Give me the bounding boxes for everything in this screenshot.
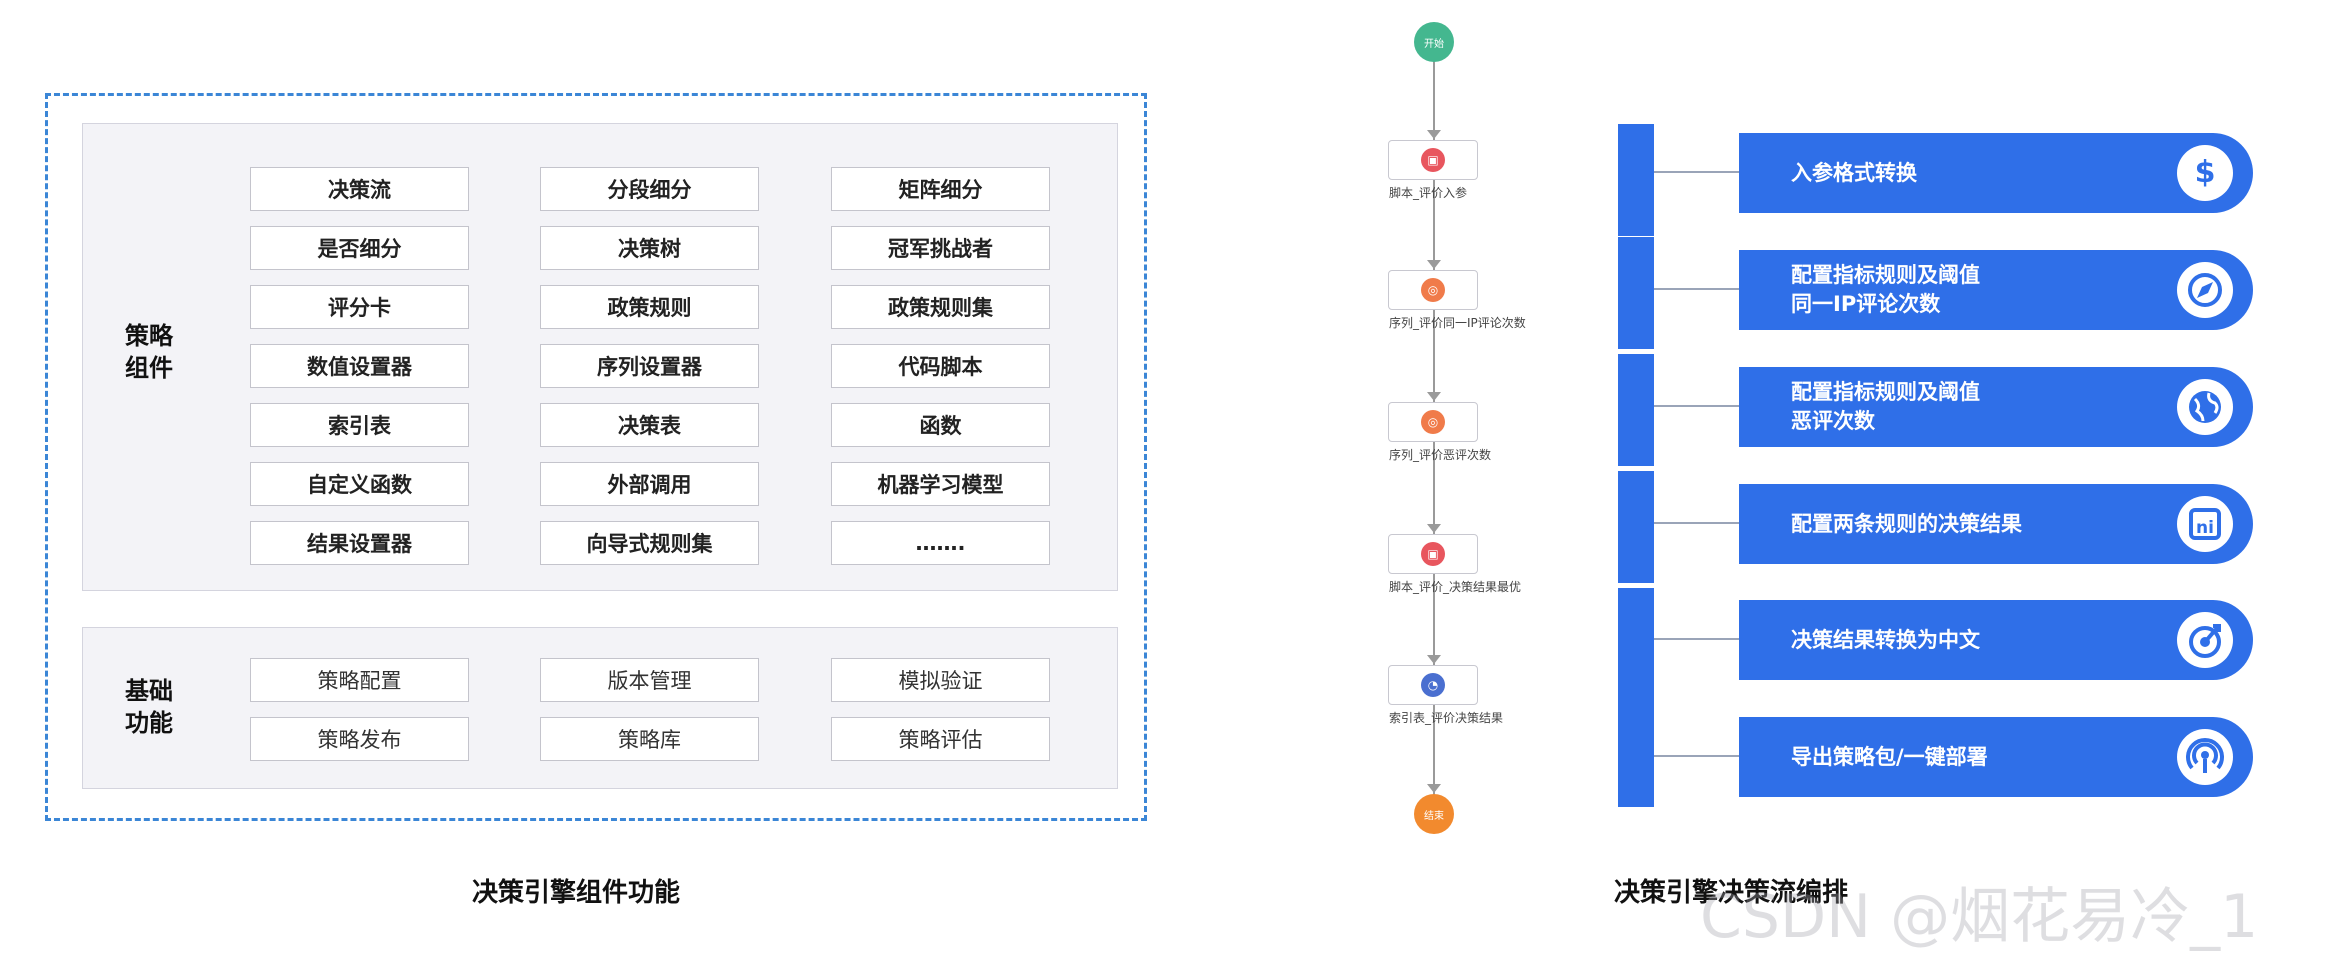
strategy-component-box[interactable]: 函数 bbox=[831, 403, 1050, 447]
strategy-title: 策略组件 bbox=[125, 322, 173, 382]
component-frame bbox=[45, 93, 1147, 821]
flow-arrow bbox=[1427, 655, 1441, 664]
strategy-component-box[interactable]: ……. bbox=[831, 521, 1050, 565]
strategy-component-box[interactable]: 向导式规则集 bbox=[540, 521, 759, 565]
flow-node-label: 脚本_评价入参 bbox=[1389, 186, 1468, 200]
strategy-component-box[interactable]: 矩阵细分 bbox=[831, 167, 1050, 211]
flow-arrow bbox=[1427, 784, 1441, 793]
step-text: 决策结果转换为中文 bbox=[1791, 600, 1980, 680]
step-pill[interactable]: 配置指标规则及阈值恶评次数 bbox=[1739, 367, 2253, 447]
flow-node-label: 索引表_评价决策结果 bbox=[1389, 711, 1504, 725]
basic-function-box[interactable]: 策略发布 bbox=[250, 717, 469, 761]
strategy-component-box[interactable]: 冠军挑战者 bbox=[831, 226, 1050, 270]
flow-node[interactable]: ▣ bbox=[1388, 534, 1478, 574]
flow-arrow bbox=[1427, 130, 1441, 139]
flow-node-label: 脚本_评价_决策结果最优 bbox=[1389, 580, 1522, 594]
strategy-component-box[interactable]: 是否细分 bbox=[250, 226, 469, 270]
step-line: 恶评次数 bbox=[1791, 409, 1875, 433]
step-connector bbox=[1654, 638, 1740, 640]
step-line: 配置两条规则的决策结果 bbox=[1791, 511, 2022, 536]
basic-function-box[interactable]: 策略配置 bbox=[250, 658, 469, 702]
step-bar bbox=[1618, 237, 1654, 349]
step-pill[interactable]: 决策结果转换为中文 bbox=[1739, 600, 2253, 680]
step-line: 同一IP评论次数 bbox=[1791, 292, 1941, 316]
broadcast-icon bbox=[2177, 729, 2233, 785]
flow-node-label: 序列_评价恶评次数 bbox=[1389, 448, 1492, 462]
step-line: 入参格式转换 bbox=[1791, 160, 1917, 185]
strategy-component-box[interactable]: 政策规则 bbox=[540, 285, 759, 329]
node-icon: ▣ bbox=[1421, 542, 1445, 566]
basic-section: 基础功能 bbox=[82, 627, 1118, 789]
strategy-component-box[interactable]: 索引表 bbox=[250, 403, 469, 447]
basic-title: 基础功能 bbox=[125, 677, 173, 737]
step-connector bbox=[1654, 755, 1740, 757]
step-pill[interactable]: 配置指标规则及阈值同一IP评论次数 bbox=[1739, 250, 2253, 330]
step-bar bbox=[1618, 354, 1654, 466]
strategy-component-box[interactable]: 外部调用 bbox=[540, 462, 759, 506]
strategy-component-box[interactable]: 自定义函数 bbox=[250, 462, 469, 506]
step-line: 决策结果转换为中文 bbox=[1791, 627, 1980, 652]
flow-node[interactable]: ◎ bbox=[1388, 402, 1478, 442]
flow-arrow bbox=[1427, 524, 1441, 533]
step-pill[interactable]: 入参格式转换 $ bbox=[1739, 133, 2253, 213]
strategy-component-box[interactable]: 分段细分 bbox=[540, 167, 759, 211]
node-icon: ◎ bbox=[1421, 278, 1445, 302]
step-connector bbox=[1654, 288, 1740, 290]
strategy-component-box[interactable]: 评分卡 bbox=[250, 285, 469, 329]
strategy-component-box[interactable]: 决策流 bbox=[250, 167, 469, 211]
step-pill[interactable]: 配置两条规则的决策结果 ni bbox=[1739, 484, 2253, 564]
strategy-component-box[interactable]: 结果设置器 bbox=[250, 521, 469, 565]
basic-function-box[interactable]: 策略评估 bbox=[831, 717, 1050, 761]
node-icon: ◎ bbox=[1421, 410, 1445, 434]
strategy-component-box[interactable]: 机器学习模型 bbox=[831, 462, 1050, 506]
compass-icon bbox=[2177, 262, 2233, 318]
strategy-component-box[interactable]: 代码脚本 bbox=[831, 344, 1050, 388]
strategy-component-box[interactable]: 政策规则集 bbox=[831, 285, 1050, 329]
step-bar bbox=[1618, 124, 1654, 236]
step-text: 配置指标规则及阈值同一IP评论次数 bbox=[1791, 250, 1980, 330]
step-connector bbox=[1654, 171, 1740, 173]
globe-icon bbox=[2177, 379, 2233, 435]
step-text: 入参格式转换 bbox=[1791, 133, 1917, 213]
watermark: CSDN @烟花易冷_1 bbox=[1700, 882, 2259, 952]
svg-text:ni: ni bbox=[2196, 518, 2214, 538]
step-text: 导出策略包/一键部署 bbox=[1791, 717, 1988, 797]
step-pill[interactable]: 导出策略包/一键部署 bbox=[1739, 717, 2253, 797]
basic-function-box[interactable]: 策略库 bbox=[540, 717, 759, 761]
flow-node-label: 序列_评价同一IP评论次数 bbox=[1389, 316, 1526, 330]
node-icon: ◔ bbox=[1421, 673, 1445, 697]
target-icon bbox=[2177, 612, 2233, 668]
svg-text:$: $ bbox=[2195, 155, 2216, 190]
step-line: 配置指标规则及阈值 bbox=[1791, 263, 1980, 287]
step-bar bbox=[1618, 588, 1654, 700]
strategy-component-box[interactable]: 序列设置器 bbox=[540, 344, 759, 388]
step-line: 配置指标规则及阈值 bbox=[1791, 380, 1980, 404]
flow-arrow bbox=[1427, 392, 1441, 401]
strategy-component-box[interactable]: 决策表 bbox=[540, 403, 759, 447]
step-text: 配置指标规则及阈值恶评次数 bbox=[1791, 367, 1980, 447]
step-line: 导出策略包/一键部署 bbox=[1791, 744, 1988, 769]
flow-arrow bbox=[1427, 260, 1441, 269]
flow-node[interactable]: ▣ bbox=[1388, 140, 1478, 180]
strategy-component-box[interactable]: 数值设置器 bbox=[250, 344, 469, 388]
ni-icon: ni bbox=[2177, 496, 2233, 552]
left-caption: 决策引擎组件功能 bbox=[472, 878, 681, 908]
step-bar bbox=[1618, 471, 1654, 583]
step-text: 配置两条规则的决策结果 bbox=[1791, 484, 2022, 564]
flow-end[interactable]: 结束 bbox=[1414, 794, 1454, 834]
basic-function-box[interactable]: 模拟验证 bbox=[831, 658, 1050, 702]
strategy-component-box[interactable]: 决策树 bbox=[540, 226, 759, 270]
flow-start[interactable]: 开始 bbox=[1414, 22, 1454, 62]
step-bar bbox=[1618, 695, 1654, 807]
flow-node[interactable]: ◔ bbox=[1388, 665, 1478, 705]
step-connector bbox=[1654, 405, 1740, 407]
basic-function-box[interactable]: 版本管理 bbox=[540, 658, 759, 702]
dollar-icon: $ bbox=[2177, 145, 2233, 201]
flow-node[interactable]: ◎ bbox=[1388, 270, 1478, 310]
node-icon: ▣ bbox=[1421, 148, 1445, 172]
right-caption: 决策引擎决策流编排 bbox=[1614, 878, 1849, 908]
step-connector bbox=[1654, 522, 1740, 524]
